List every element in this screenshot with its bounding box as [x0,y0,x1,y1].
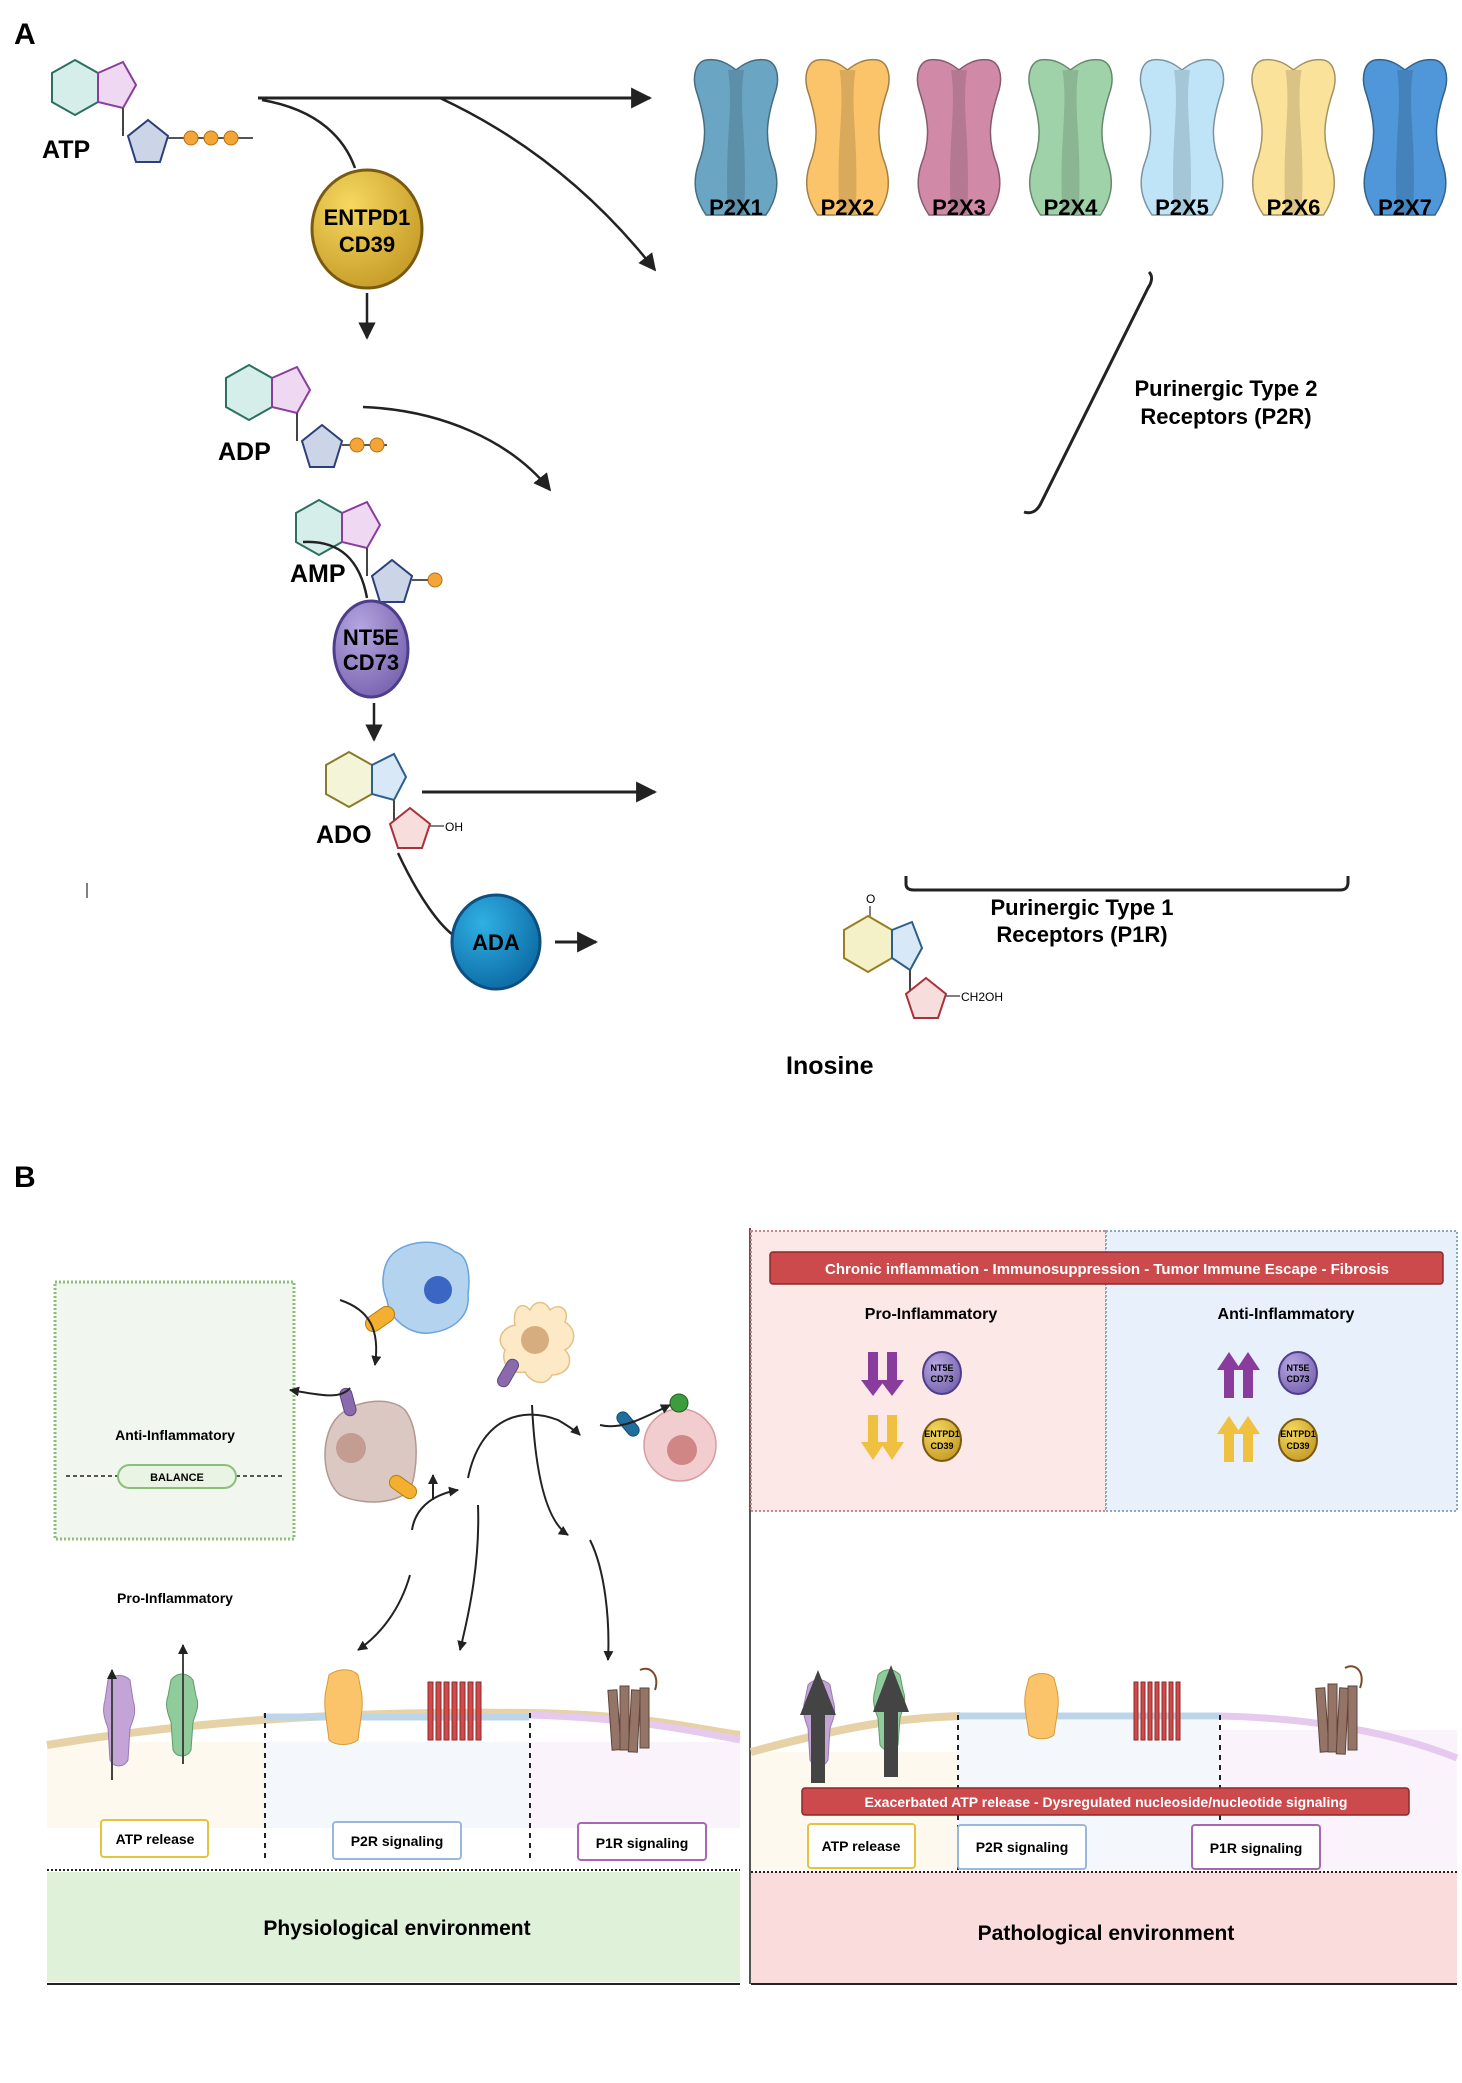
path-zone-p2r-signaling [957,1824,1087,1870]
p2x-label: P2X4 [1044,195,1099,220]
anti-inflammatory-label: Anti-Inflammatory [115,1427,235,1443]
line-ado-to-ada [396,852,454,936]
arrow-atp-to-p2y [439,96,657,272]
line-amp-to-cd73 [302,540,369,599]
atp-molecule [51,58,253,163]
svg-text:NT5E: NT5E [1286,1363,1309,1373]
cd73-enzyme: NT5E CD73 [332,599,410,699]
balance-box: Anti-Inflammatory BALANCE Pro-Inflammato… [53,1280,296,1606]
p1r-group-line1: Purinergic Type 1 [991,895,1174,920]
up-arrows-cd73 [1217,1352,1260,1398]
pathological-pro-title: Pro-Inflammatory [865,1306,998,1323]
svg-text:OH: OH [445,820,463,834]
svg-text:ADA: ADA [472,930,520,955]
p1r-bracket [904,876,1350,892]
zone-p1r-signaling [577,1822,707,1861]
down-arrows-cd39 [861,1415,904,1460]
ado-label: ADO [316,821,372,849]
pathological-top-panels: Chronic inflammation - Immunosuppression… [750,1230,1458,1512]
pro-inflammatory-label: Pro-Inflammatory [117,1590,233,1606]
svg-text:CD73: CD73 [930,1374,953,1384]
balance-pill: BALANCE [150,1472,204,1484]
path-zone-atp-release [807,1823,916,1869]
panel-b-letter: B [14,1161,36,1194]
pathological-environment-label: Pathological environment [978,1922,1235,1945]
physiological-environment-label: Physiological environment [263,1917,530,1940]
arrow-adp-to-p2y [362,405,552,492]
svg-text:CH2OH: CH2OH [961,990,1003,1004]
p2x-label: P2X3 [932,195,986,220]
svg-text:CD39: CD39 [1286,1441,1309,1451]
banner-chronic-inflammation [769,1251,1444,1285]
big-arrow-up-2 [873,1665,909,1777]
svg-text:ENTPD1: ENTPD1 [1280,1429,1316,1439]
svg-text:P2R signaling: P2R signaling [976,1839,1069,1855]
physiological-environment-band [47,1872,740,1982]
zone-atp-release [100,1819,209,1858]
p2x-receptor: P2X5 [1139,58,1225,220]
p2x-label: P2X1 [709,195,763,220]
p2x-receptor: P2X3 [916,58,1002,220]
p2x-label: P2X7 [1378,195,1432,220]
p1r-group-line2: Receptors (P1R) [996,922,1167,947]
p2r-bracket [1023,270,1153,515]
p2r-group-line1: Purinergic Type 2 [1135,376,1318,401]
inosine-dot [669,1393,689,1413]
ada-enzyme: ADA [450,893,542,991]
cells-left [289,1241,717,1661]
cd73-marker [339,1387,357,1417]
p2x-receptor: P2X2 [805,58,890,220]
up-arrows-cd39 [1217,1416,1260,1462]
cd39-enzyme: ENTPD1 CD39 [310,168,424,290]
ado-molecule: OH [325,750,463,849]
p2x-receptor: P2X4 [1028,58,1113,220]
p2x-label: P2X6 [1267,195,1321,220]
big-arrow-up-1 [800,1670,836,1783]
p2x-receptor-row: P2X1 P2X2 P2X3 P2X4 P2X5 P2X6 P2X7 [693,58,1448,220]
down-arrows-cd73 [861,1352,904,1396]
svg-text:Chronic inflammation - Immunos: Chronic inflammation - Immunosuppression… [825,1261,1389,1278]
line-atp-to-cd39 [261,98,357,169]
physiological-half [46,1708,741,1985]
p2x-label: P2X5 [1155,195,1209,220]
svg-text:ENTPD1: ENTPD1 [924,1429,960,1439]
svg-text:O: O [866,892,875,906]
banner-exacerbated-atp [801,1787,1410,1816]
svg-text:CD73: CD73 [343,650,399,675]
cd39-marker-2 [388,1474,418,1500]
svg-text:ATP release: ATP release [822,1838,901,1854]
svg-text:P2R signaling: P2R signaling [351,1833,444,1849]
p2x-receptor: P2X7 [1362,58,1448,220]
physiological-membrane-receptors [103,1644,658,1780]
p2x-receptor: P2X1 [693,58,779,220]
adp-label: ADP [218,438,271,466]
p2x-receptor: P2X6 [1251,58,1336,220]
svg-text:P1R signaling: P1R signaling [1210,1840,1303,1856]
zone-p2r-signaling [332,1821,462,1860]
p2r-group-line2: Receptors (P2R) [1140,404,1311,429]
adp-molecule [225,363,387,468]
svg-text:CD39: CD39 [930,1441,953,1451]
svg-text:ENTPD1: ENTPD1 [324,205,411,230]
svg-text:Exacerbated ATP release - Dysr: Exacerbated ATP release - Dysregulated n… [865,1794,1348,1810]
pathological-anti-title: Anti-Inflammatory [1218,1306,1355,1323]
svg-text:P1R signaling: P1R signaling [596,1835,689,1851]
physiological-zone-labels: ATP release P2R signaling P1R signaling … [100,1819,707,1940]
pathological-membrane: Exacerbated ATP release - Dysregulated n… [749,1665,1459,1985]
amp-label: AMP [290,560,346,588]
svg-text:NT5E: NT5E [343,625,399,650]
svg-text:ATP release: ATP release [116,1831,195,1847]
inosine-label: Inosine [786,1052,874,1080]
inosine-rings: CH2OH [843,914,1003,1019]
svg-text:NT5E: NT5E [930,1363,953,1373]
nucleus [424,1276,452,1304]
svg-text:CD39: CD39 [339,232,395,257]
svg-text:CD73: CD73 [1286,1374,1309,1384]
atp-label: ATP [42,136,90,164]
pathological-environment-band [751,1872,1457,1984]
p2x-label: P2X2 [821,195,875,220]
path-zone-p1r-signaling [1191,1824,1321,1870]
panel-a-letter: A [14,18,36,51]
